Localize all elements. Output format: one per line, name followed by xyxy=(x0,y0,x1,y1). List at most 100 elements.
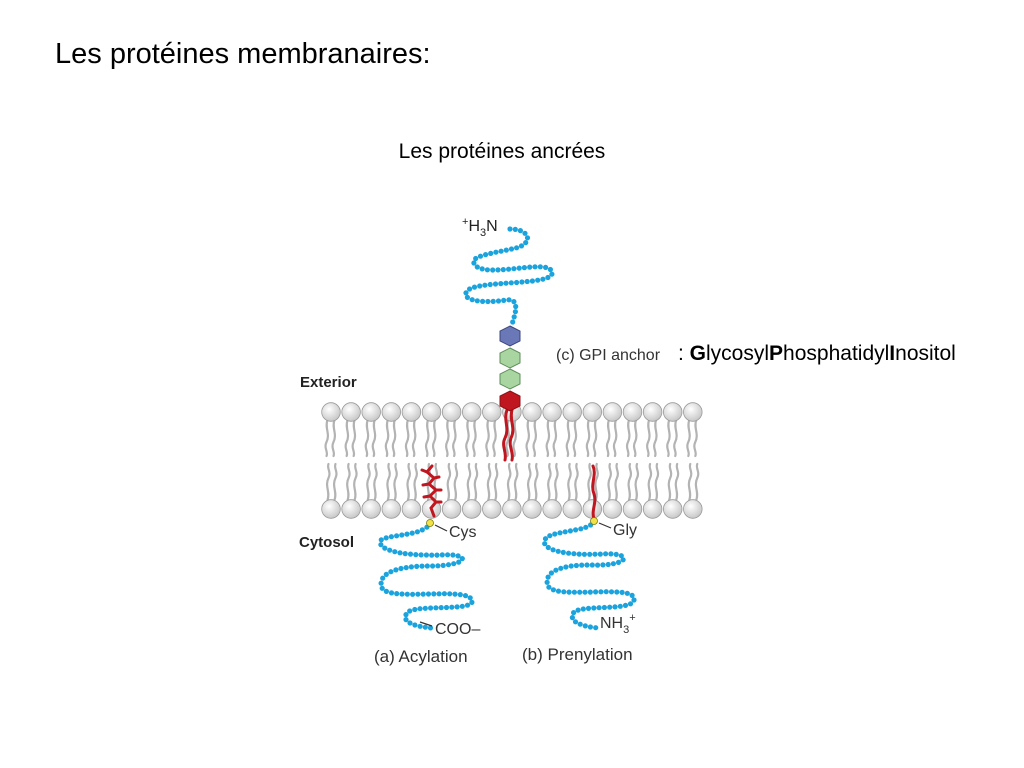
amino-acid-bead xyxy=(618,553,624,559)
amino-acid-bead xyxy=(615,559,622,566)
amino-acid-bead xyxy=(412,606,418,613)
amino-acid-bead xyxy=(408,564,414,570)
lipid-tail-lower xyxy=(332,462,338,502)
amino-acid-bead xyxy=(428,605,434,611)
n-terminus-top-sup: + xyxy=(462,216,468,228)
amino-acid-bead xyxy=(545,544,551,551)
amino-acid-bead xyxy=(473,255,479,262)
amino-acid-bead xyxy=(445,562,452,568)
lipid-tail-lower xyxy=(353,462,358,502)
amino-acid-bead xyxy=(424,563,430,569)
amino-acid-bead xyxy=(576,551,582,557)
amino-acid-bead xyxy=(511,299,517,305)
amino-acid-bead xyxy=(577,589,583,595)
gpi-anchor-label: (c) GPI anchor xyxy=(556,347,661,364)
lipid-tail-upper xyxy=(565,418,571,458)
amino-acid-bead xyxy=(527,264,533,270)
gpi-definition-g: G xyxy=(689,342,707,365)
lipid-tail-upper xyxy=(371,418,377,458)
amino-acid-bead xyxy=(379,585,385,591)
lipid-tail-lower xyxy=(433,462,439,502)
amino-acid-bead xyxy=(547,533,553,539)
amino-acid-bead xyxy=(587,551,593,557)
gpi-lipid-tails xyxy=(502,408,515,462)
coo-label: COO– xyxy=(435,621,480,638)
amino-acid-bead xyxy=(450,552,456,558)
amino-acid-bead xyxy=(471,260,477,266)
amino-acid-bead xyxy=(404,531,410,537)
amino-acid-bead xyxy=(417,623,423,629)
lipid-tail-lower xyxy=(426,462,432,502)
amino-acid-bead xyxy=(452,591,458,597)
amino-acid-bead xyxy=(409,530,415,536)
amino-acid-bead xyxy=(454,604,460,610)
amino-acid-bead xyxy=(403,617,409,623)
lipid-tails xyxy=(324,418,700,502)
sugar-hexagon-green-1 xyxy=(499,368,521,390)
lipid-tail-lower xyxy=(325,462,331,502)
phospholipid-head-lower xyxy=(502,499,522,519)
amino-acid-bead xyxy=(523,240,529,246)
amino-acid-bead xyxy=(433,605,439,611)
amino-acid-bead xyxy=(402,551,408,557)
amino-acid-bead xyxy=(407,551,414,557)
amino-acid-bead xyxy=(598,589,604,595)
phospholipid-head-lower xyxy=(663,499,683,519)
amino-acid-bead xyxy=(399,532,405,538)
amino-acid-bead xyxy=(605,561,611,568)
lipid-tail-lower xyxy=(614,462,619,502)
amino-acid-bead xyxy=(479,266,485,272)
coo-leader-line xyxy=(419,621,433,627)
gpi-head-group-hexagon xyxy=(499,390,521,412)
amino-acid-bead xyxy=(573,562,580,569)
lipid-tail-lower xyxy=(574,462,579,502)
amino-acid-bead xyxy=(593,589,599,595)
amino-acid-bead xyxy=(581,551,588,557)
amino-acid-bead xyxy=(434,552,440,558)
sugar-hexagon-blue xyxy=(499,325,521,347)
phospholipid-head-lower xyxy=(321,499,341,519)
amino-acid-bead xyxy=(537,264,543,270)
lipid-tail-lower xyxy=(466,462,472,502)
prenylated-protein-chain xyxy=(542,518,637,631)
amino-acid-bead xyxy=(544,579,550,585)
lipid-tail-upper xyxy=(431,418,437,458)
lipid-tail-lower xyxy=(386,462,391,502)
lipid-tail-lower xyxy=(473,462,479,502)
phospholipid-head-upper xyxy=(321,402,341,422)
lipid-tail-lower xyxy=(446,462,452,502)
amino-acid-bead xyxy=(529,278,536,284)
phospholipid-head-lower xyxy=(361,499,381,519)
amino-acid-bead xyxy=(447,591,453,597)
inner-leaflet-heads xyxy=(321,499,703,519)
lipid-tail-lower xyxy=(526,462,532,502)
amino-acid-bead xyxy=(388,534,394,540)
amino-acid-bead xyxy=(459,556,465,562)
amino-acid-bead xyxy=(548,570,555,576)
amino-acid-bead xyxy=(593,625,599,631)
cytosol-label: Cytosol xyxy=(299,534,354,551)
amino-acid-bead xyxy=(490,267,496,273)
phospholipid-head-lower xyxy=(683,499,703,519)
amino-acid-bead xyxy=(430,563,436,569)
amino-acid-bead xyxy=(449,604,455,610)
lipid-tail-upper xyxy=(673,418,678,458)
gpi-definition-inositol: nositol xyxy=(895,342,956,365)
amino-acid-bead xyxy=(417,606,423,612)
amino-acid-bead xyxy=(524,278,530,285)
phospholipid-head-lower xyxy=(462,499,482,519)
lipid-tail-lower xyxy=(547,462,552,502)
lipid-tail-lower xyxy=(373,462,378,502)
amino-acid-bead xyxy=(415,591,421,597)
amino-acid-bead xyxy=(493,249,499,255)
lipid-tail-lower xyxy=(346,462,351,502)
amino-acid-bead xyxy=(627,601,634,607)
amino-acid-bead xyxy=(587,589,593,595)
amino-acid-bead xyxy=(566,589,572,595)
lipid-tail-upper xyxy=(344,418,350,458)
amino-acid-bead xyxy=(582,623,588,629)
lipid-tail-upper xyxy=(632,418,638,458)
amino-acid-bead xyxy=(558,565,564,571)
amino-acid-bead xyxy=(613,551,619,558)
amino-acid-bead xyxy=(561,589,567,595)
